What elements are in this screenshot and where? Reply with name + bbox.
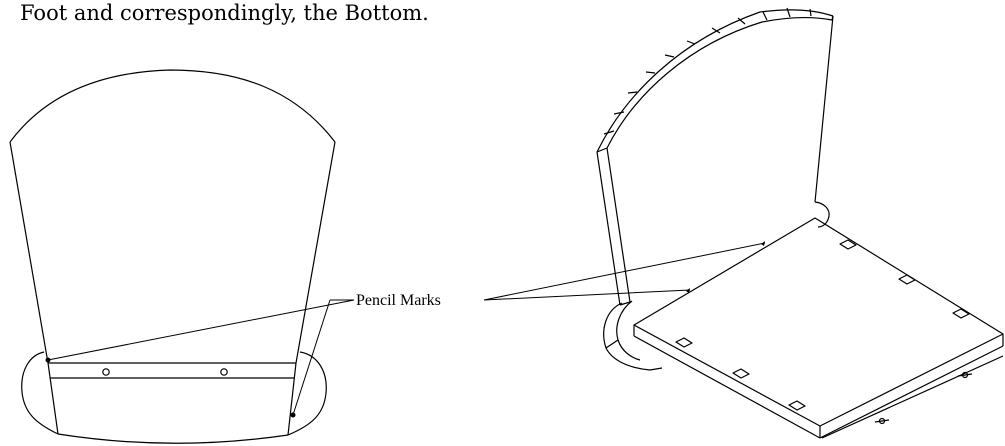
front-view-foot-right-edge <box>287 362 297 436</box>
front-view-arch <box>9 69 336 143</box>
mortises-front <box>675 337 806 411</box>
back-panel-left-rear <box>606 147 631 303</box>
seat-edge-bottom-left <box>633 335 821 439</box>
callout-leaders <box>47 242 766 416</box>
front-view-screw-hole <box>102 368 110 376</box>
front-view-left-side <box>9 141 49 364</box>
seat-edge-bottom-right <box>819 345 1004 439</box>
front-view-foot-left-edge <box>47 362 59 435</box>
caption-text: Foot and correspondingly, the Bottom. <box>20 1 429 25</box>
back-panel-front-edge <box>596 9 834 153</box>
front-view-right-side <box>295 141 336 364</box>
mortises-back <box>839 239 970 319</box>
foot-right-lobe <box>814 201 830 228</box>
back-panel-left-front <box>596 151 621 306</box>
front-view-foot-right-lobe <box>287 351 327 436</box>
front-view <box>9 69 336 444</box>
front-view-foot-left-lobe <box>21 351 59 435</box>
front-view-foot-bottom <box>57 433 289 444</box>
perspective-view <box>596 7 1004 439</box>
front-view-screw-hole <box>220 368 228 376</box>
foot-left-lobe-outer <box>603 302 651 371</box>
foot-left-lobe-inner <box>616 300 641 361</box>
lower-rail <box>821 355 1004 439</box>
back-panel-right <box>814 15 834 203</box>
callout-label: Pencil Marks <box>356 292 441 309</box>
seat-top-face <box>633 217 1004 427</box>
back-panel-rear-edge <box>606 17 833 149</box>
